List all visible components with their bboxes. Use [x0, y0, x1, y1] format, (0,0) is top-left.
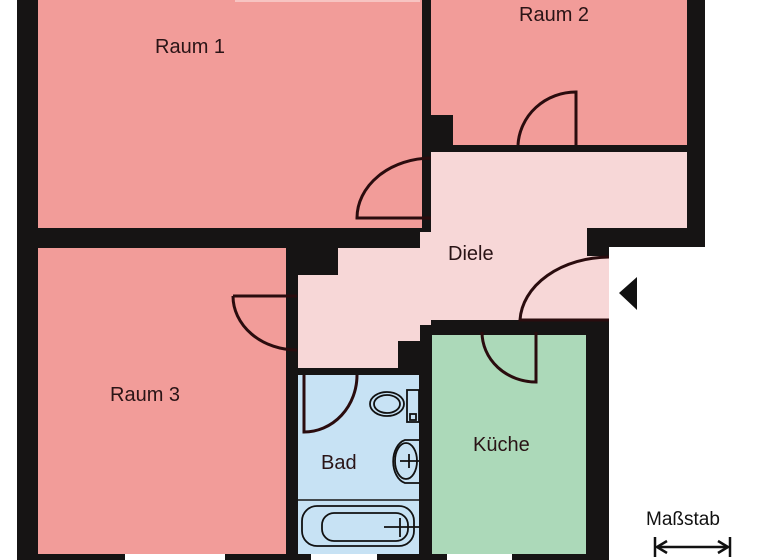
- door-raum-1: [355, 156, 432, 220]
- room-label-raum-3: Raum 3: [110, 384, 180, 406]
- toilet-icon: [369, 389, 420, 423]
- room-bad[interactable]: Bad: [298, 375, 419, 554]
- windows: [125, 0, 512, 560]
- door-raum-3: [231, 295, 298, 352]
- room-label-raum-1: Raum 1: [155, 36, 225, 58]
- room-label-diele: Diele: [448, 243, 494, 265]
- room-raum-3[interactable]: Raum 3: [38, 248, 286, 554]
- room-raum-2[interactable]: Raum 2: [431, 0, 687, 148]
- scale-bar: Maßstab: [646, 509, 732, 557]
- sink-icon: [392, 439, 419, 484]
- entrance-arrow-icon: [619, 277, 637, 310]
- room-kueche[interactable]: Küche: [432, 335, 586, 554]
- door-kueche: [480, 331, 538, 384]
- room-label-kueche: Küche: [473, 434, 530, 456]
- bathtub-icon: [301, 505, 419, 547]
- room-label-raum-2: Raum 2: [519, 4, 589, 26]
- door-raum-2: [516, 90, 578, 146]
- room-label-bad: Bad: [321, 452, 357, 474]
- room-raum-1[interactable]: Raum 1: [38, 0, 422, 228]
- scale-label: Maßstab: [646, 509, 720, 530]
- door-bad: [302, 374, 359, 434]
- door-entrance: [518, 255, 610, 322]
- room-diele[interactable]: Diele: [298, 152, 687, 368]
- doors[interactable]: [231, 90, 610, 434]
